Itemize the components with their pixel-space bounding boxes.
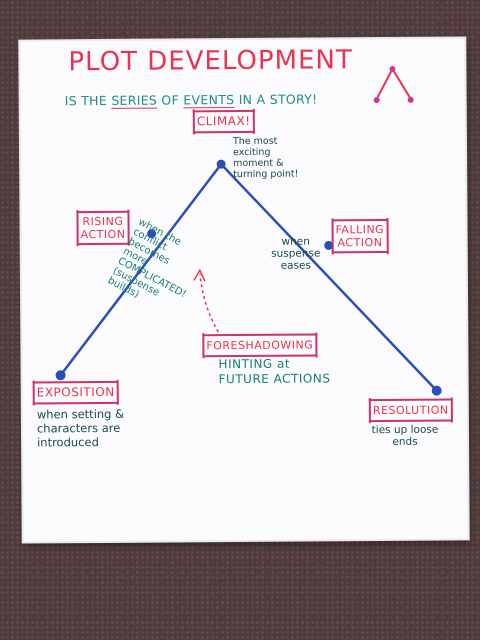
rising-dot	[147, 229, 157, 239]
chart-subtitle: IS THE SERIES OF EVENTS IN A STORY!	[64, 91, 318, 109]
anchor-chart: PLOT DEVELOPMENT IS THE SERIES OF EVENTS…	[20, 38, 468, 542]
exposition-dot	[55, 370, 66, 381]
rising-action-label: RISING ACTION	[76, 210, 130, 246]
foreshadowing-label: FORESHADOWING	[202, 333, 318, 358]
foreshadowing-arrow	[199, 274, 219, 333]
resolution-dot	[431, 385, 442, 396]
climax-dot	[216, 159, 226, 169]
plot-diagram	[55, 65, 442, 396]
falling-action-note: when suspense eases	[271, 235, 321, 272]
foreshadowing-note: HINTING at FUTURE ACTIONS	[218, 356, 331, 387]
falling-action-label: FALLING ACTION	[331, 218, 389, 254]
triangle-mark-icon	[373, 65, 414, 104]
resolution-label: RESOLUTION	[368, 398, 453, 423]
exposition-label: EXPOSITION	[32, 380, 119, 405]
climax-note: The most exciting moment & turning point…	[232, 135, 299, 181]
climax-label: CLIMAX!	[192, 109, 255, 134]
resolution-note: ties up loose ends	[371, 423, 439, 448]
exposition-note: when setting & characters are introduced	[36, 406, 125, 450]
